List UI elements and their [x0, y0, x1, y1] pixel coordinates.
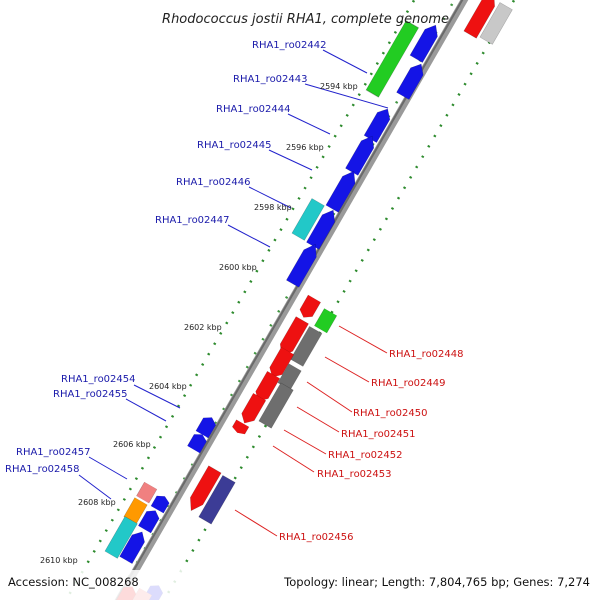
kbp-label: 2594 kbp	[320, 82, 358, 91]
gene-label-ro02449[interactable]: RHA1_ro02449	[371, 378, 446, 389]
kbp-label: 2598 kbp	[254, 203, 292, 212]
gene-label-ro02456[interactable]: RHA1_ro02456	[279, 532, 354, 543]
gene-label-ro02451[interactable]: RHA1_ro02451	[341, 429, 416, 440]
leader-ro02444	[287, 113, 331, 135]
leader-ro02443	[304, 83, 389, 109]
gene-label-ro02455[interactable]: RHA1_ro02455	[53, 389, 128, 400]
kbp-label: 2610 kbp	[40, 556, 78, 565]
kbp-ruler: 2594 kbp 2596 kbp 2598 kbp 2600 kbp 2602…	[40, 82, 358, 565]
gene-label-ro02444[interactable]: RHA1_ro02444	[216, 104, 291, 115]
leader-ro02455	[125, 398, 167, 422]
leader-ro02445	[268, 149, 313, 171]
kbp-label: 2600 kbp	[219, 263, 257, 272]
footer-bar	[0, 570, 600, 600]
gene-label-ro02450[interactable]: RHA1_ro02450	[353, 408, 428, 419]
kbp-label: 2608 kbp	[78, 498, 116, 507]
kbp-label: 2602 kbp	[184, 323, 222, 332]
gene-label-ro02448[interactable]: RHA1_ro02448	[389, 349, 464, 360]
genome-title: Rhodococcus jostii RHA1, complete genome	[162, 12, 449, 27]
right-gene-labels[interactable]: RHA1_ro02448 RHA1_ro02449 RHA1_ro02450 R…	[279, 349, 464, 543]
genome-summary-text: Topology: linear; Length: 7,804,765 bp; …	[283, 575, 590, 589]
leader-ro02453	[272, 445, 315, 473]
gene-label-ro02458[interactable]: RHA1_ro02458	[5, 464, 80, 475]
leader-ro02446	[248, 186, 292, 209]
kbp-label: 2596 kbp	[286, 143, 324, 152]
accession-text: Accession: NC_008268	[8, 575, 139, 589]
leader-ro02456	[234, 509, 278, 537]
gene-label-ro02447[interactable]: RHA1_ro02447	[155, 215, 230, 226]
leader-ro02450	[306, 381, 353, 413]
gene-label-ro02453[interactable]: RHA1_ro02453	[317, 469, 392, 480]
gene-label-ro02445[interactable]: RHA1_ro02445	[197, 140, 272, 151]
gene-label-ro02457[interactable]: RHA1_ro02457	[16, 447, 91, 458]
leader-ro02447	[227, 224, 271, 248]
leader-ro02454	[133, 384, 181, 409]
leader-ro02452	[283, 429, 327, 455]
gene-label-ro02443[interactable]: RHA1_ro02443	[233, 74, 308, 85]
gene-label-ro02442[interactable]: RHA1_ro02442	[252, 40, 327, 51]
gene-label-ro02446[interactable]: RHA1_ro02446	[176, 177, 251, 188]
kbp-label: 2604 kbp	[149, 382, 187, 391]
gene-label-ro02454[interactable]: RHA1_ro02454	[61, 374, 136, 385]
leader-ro02458	[78, 474, 112, 500]
leader-ro02457	[88, 456, 128, 480]
leader-lines	[78, 49, 389, 537]
left-gene-labels[interactable]: RHA1_ro02442 RHA1_ro02443 RHA1_ro02444 R…	[5, 40, 327, 475]
leader-ro02449	[324, 356, 370, 383]
leader-ro02451	[296, 406, 340, 433]
leader-ro02448	[338, 325, 388, 354]
gene-label-ro02452[interactable]: RHA1_ro02452	[328, 450, 403, 461]
kbp-label: 2606 kbp	[113, 440, 151, 449]
leader-ro02442	[322, 49, 368, 74]
